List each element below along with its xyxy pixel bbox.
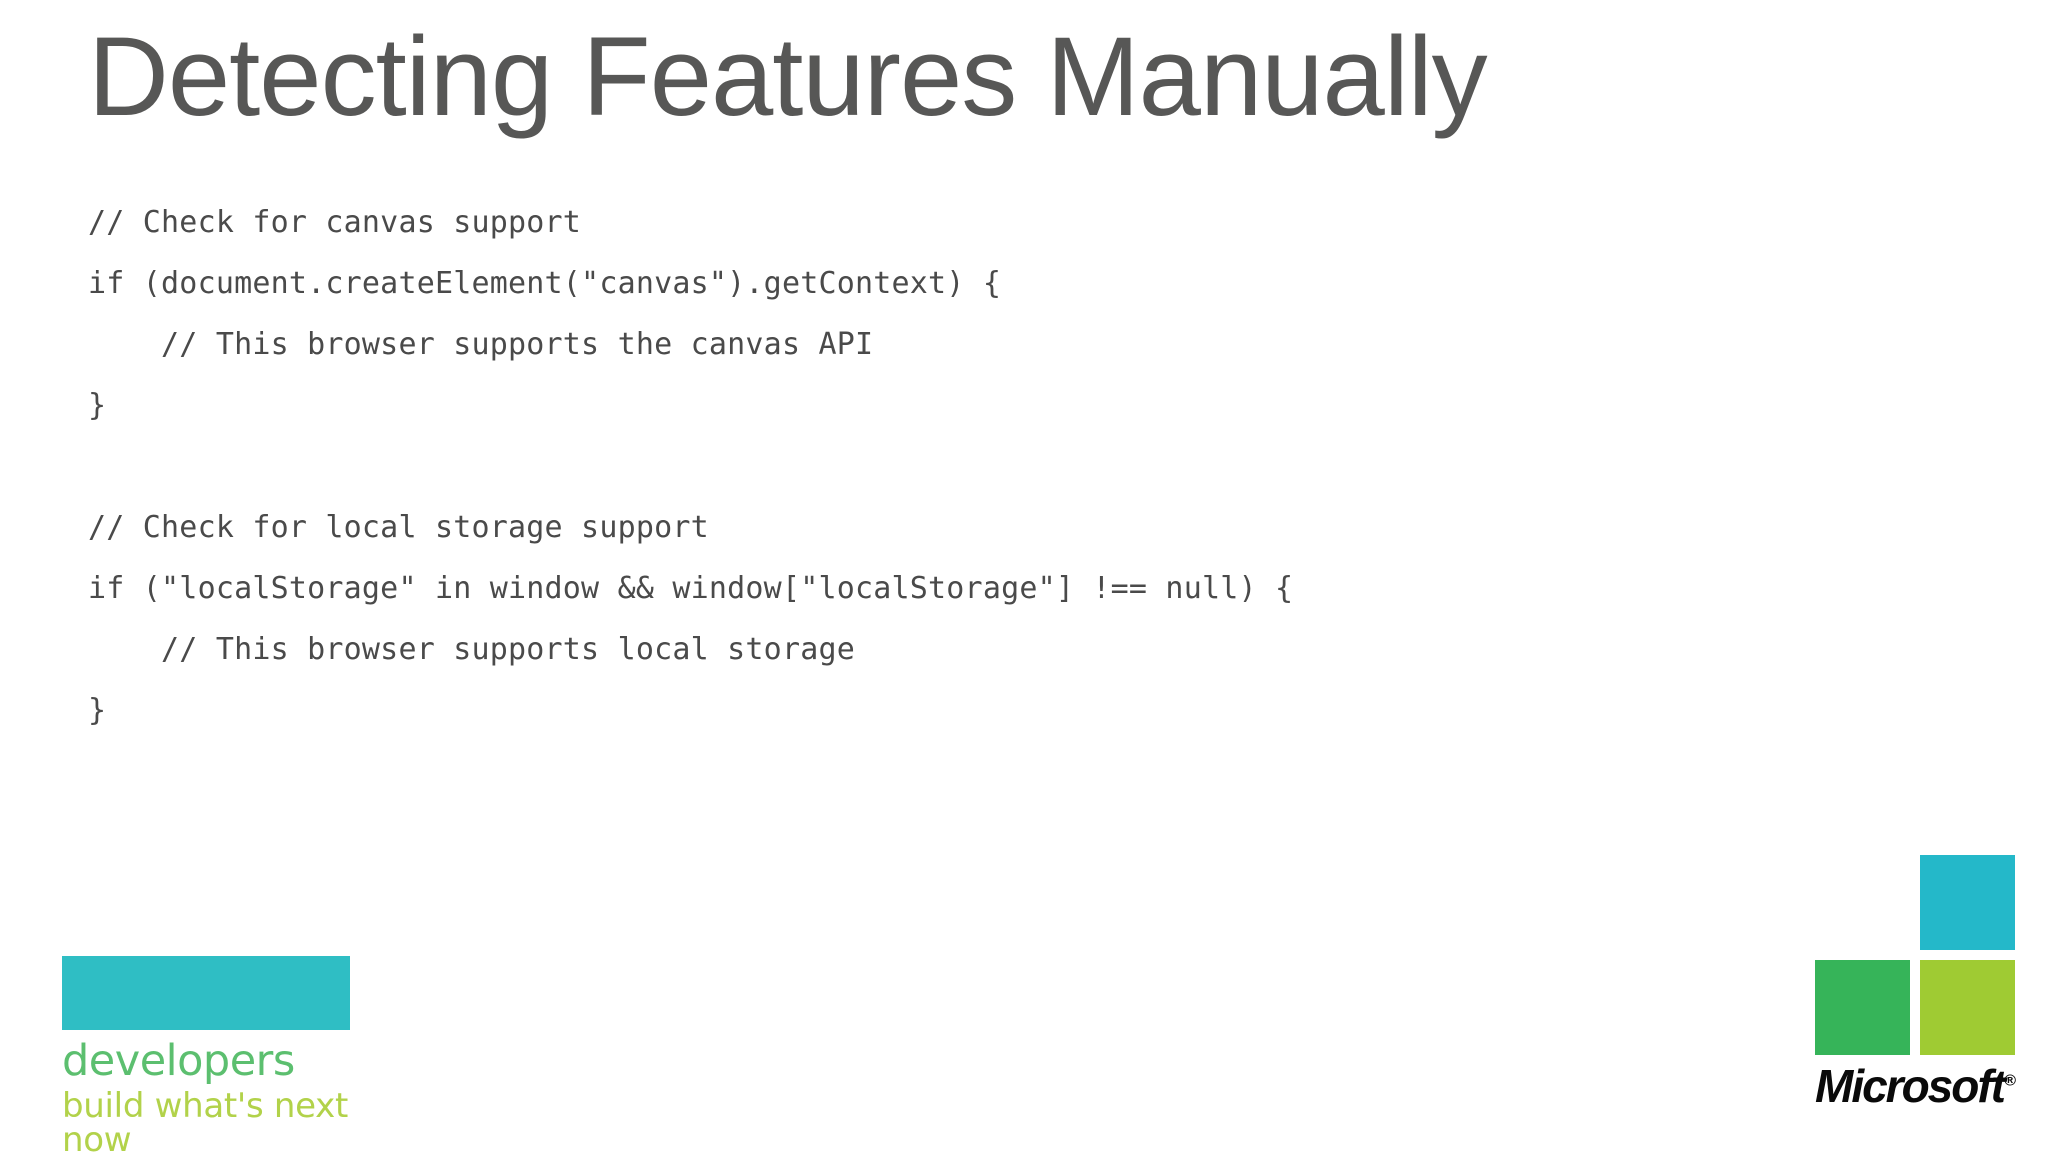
microsoft-square-teal-icon xyxy=(1920,855,2015,950)
microsoft-logo-squares xyxy=(1815,855,2015,1055)
microsoft-wordmark: Microsoft® xyxy=(1815,1063,2020,1109)
code-line: } xyxy=(88,693,107,728)
code-line-blank xyxy=(88,436,1948,497)
code-line: // This browser supports local storage xyxy=(88,632,855,667)
page-title: Detecting Features Manually xyxy=(88,14,1488,139)
microsoft-trademark-symbol: ® xyxy=(2004,1072,2016,1090)
code-line: // Check for local storage support xyxy=(88,510,709,545)
code-line: } xyxy=(88,388,107,423)
microsoft-square-green-icon xyxy=(1815,960,1910,1055)
developers-logo-bar xyxy=(62,956,350,1030)
developers-logo-tagline: build what's next now xyxy=(62,1086,349,1152)
code-line: // This browser supports the canvas API xyxy=(88,327,874,362)
code-line: // Check for canvas support xyxy=(88,205,582,240)
developers-logo: developers build what's next now xyxy=(62,956,362,1152)
microsoft-wordmark-text: Microsoft xyxy=(1815,1060,2006,1112)
code-line: if ("localStorage" in window && window["… xyxy=(88,571,1294,606)
microsoft-square-lime-icon xyxy=(1920,960,2015,1055)
code-line: if (document.createElement("canvas").get… xyxy=(88,266,1002,301)
developers-logo-wordmark: developers xyxy=(62,1036,295,1086)
microsoft-logo: Microsoft® xyxy=(1815,855,2020,1109)
code-block: // Check for canvas support if (document… xyxy=(88,192,1948,741)
